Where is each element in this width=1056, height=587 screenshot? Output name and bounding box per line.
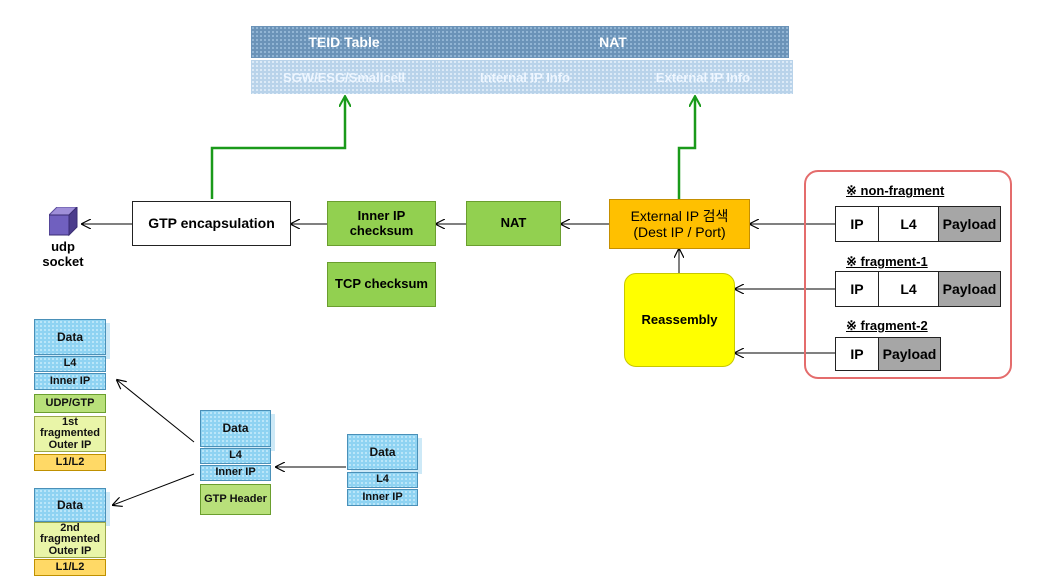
- frag1-l1l2-text: L1/L2: [55, 455, 85, 468]
- external-ip-label: External IP Info: [655, 69, 751, 85]
- internal-ip-column: Internal IP Info: [437, 60, 613, 94]
- tcp-checksum-label: TCP checksum: [335, 276, 428, 292]
- fragment1-ip-text: IP: [850, 280, 864, 297]
- frag2-data-text: Data: [56, 497, 83, 512]
- green-arrow-gtp-to-teid: [210, 97, 345, 199]
- inner-stack-data-block: Data: [347, 434, 418, 470]
- teid-table-header: TEID Table: [251, 26, 437, 58]
- frag1-outer-ip-text: 1st fragmented Outer IP: [40, 415, 100, 451]
- arrow-gtp-stack-to-first-fragment: [117, 380, 195, 443]
- inner-stack-inner-ip-block: Inner IP: [347, 489, 418, 506]
- fragment1-label: ※ fragment-1: [846, 254, 928, 269]
- frag1-udp-gtp-text: UDP/GTP: [45, 396, 95, 409]
- gtp-stack-header-text: GTP Header: [204, 492, 267, 505]
- reassembly-label: Reassembly: [641, 311, 718, 327]
- inner-ip-checksum-box: Inner IP checksum: [327, 201, 436, 246]
- fragment1-payload-cell: Payload: [938, 271, 1001, 307]
- frag2-outer-ip-text: 2nd fragmented Outer IP: [40, 521, 100, 557]
- gtp-stack-header-block: GTP Header: [200, 484, 271, 515]
- frag2-outer-ip-block: 2nd fragmented Outer IP: [34, 522, 106, 558]
- nat-table-header: NAT: [437, 26, 789, 58]
- inner-stack-inner-ip-text: Inner IP: [362, 490, 403, 503]
- udp-socket-line1: udp: [51, 239, 75, 254]
- green-arrow-lookup-to-nat: [677, 97, 695, 199]
- gtp-stack-inner-ip-block: Inner IP: [200, 465, 271, 481]
- frag2-data-block: Data: [34, 488, 106, 522]
- inner-stack-l4-text: L4: [376, 473, 389, 486]
- external-ip-lookup-line1: External IP 검색: [630, 207, 729, 224]
- fragment2-payload-cell: Payload: [878, 337, 941, 371]
- fragment2-ip-text: IP: [850, 345, 864, 362]
- frag1-inner-ip-text: Inner IP: [49, 374, 91, 387]
- fragments-frame: [804, 170, 1012, 379]
- fragment2-payload-text: Payload: [882, 345, 937, 362]
- non-fragment-l4-cell: L4: [878, 206, 939, 242]
- frag1-data-block: Data: [34, 319, 106, 355]
- non-fragment-ip-cell: IP: [835, 206, 879, 242]
- non-fragment-payload-cell: Payload: [938, 206, 1001, 242]
- frag1-inner-ip-block: Inner IP: [34, 373, 106, 390]
- gtp-stack-l4-text: L4: [229, 449, 242, 462]
- frag1-outer-ip-block: 1st fragmented Outer IP: [34, 416, 106, 452]
- frag1-udp-gtp-block: UDP/GTP: [34, 394, 106, 413]
- teid-table-title: TEID Table: [308, 34, 380, 50]
- udp-socket-line2: socket: [42, 253, 84, 269]
- frag1-l4-block: L4: [34, 356, 106, 372]
- non-fragment-label: ※ non-fragment: [846, 183, 945, 198]
- gtp-stack-data-block: Data: [200, 410, 271, 447]
- internal-ip-label: Internal IP Info: [479, 69, 571, 85]
- arrow-gtp-stack-to-second-fragment: [113, 473, 195, 505]
- inner-stack-l4-block: L4: [347, 472, 418, 488]
- tcp-checksum-box: TCP checksum: [327, 262, 436, 307]
- gtp-encapsulation-box: GTP encapsulation: [132, 201, 291, 246]
- gtp-stack-inner-ip-text: Inner IP: [215, 466, 256, 479]
- reassembly-box: Reassembly: [624, 273, 735, 367]
- non-fragment-l4-text: L4: [900, 215, 917, 232]
- frag1-l4-text: L4: [63, 357, 77, 370]
- udp-socket-label: udp socket: [30, 239, 96, 270]
- fragment1-ip-cell: IP: [835, 271, 879, 307]
- frag1-l1l2-block: L1/L2: [34, 454, 106, 471]
- sgw-label: SGW/ESG/Smallcell: [282, 69, 406, 85]
- external-ip-lookup-box: External IP 검색 (Dest IP / Port): [609, 199, 750, 249]
- gtp-stack-data-text: Data: [222, 421, 249, 436]
- non-fragment-ip-text: IP: [850, 215, 864, 232]
- external-ip-lookup-line2: (Dest IP / Port): [633, 224, 726, 240]
- nat-label: NAT: [500, 215, 527, 231]
- fragment2-label: ※ fragment-2: [846, 318, 928, 333]
- fragment1-payload-text: Payload: [942, 280, 997, 297]
- fragment1-l4-cell: L4: [878, 271, 939, 307]
- external-ip-column: External IP Info: [613, 60, 793, 94]
- fragment2-ip-cell: IP: [835, 337, 879, 371]
- nat-table-title: NAT: [599, 34, 627, 50]
- frag2-l1l2-block: L1/L2: [34, 559, 106, 576]
- sgw-column: SGW/ESG/Smallcell: [251, 60, 437, 94]
- fragment1-l4-text: L4: [900, 280, 917, 297]
- gtp-encapsulation-label: GTP encapsulation: [148, 215, 275, 232]
- non-fragment-payload-text: Payload: [942, 215, 997, 232]
- frag2-l1l2-text: L1/L2: [55, 560, 85, 573]
- inner-stack-data-text: Data: [369, 444, 396, 459]
- inner-ip-checksum-line2: checksum: [349, 222, 414, 238]
- nat-box: NAT: [466, 201, 561, 246]
- gtp-stack-l4-block: L4: [200, 448, 271, 464]
- frag1-data-text: Data: [56, 329, 83, 344]
- udp-socket-cube-icon: [49, 207, 78, 237]
- inner-ip-checksum-line1: Inner IP: [357, 207, 406, 223]
